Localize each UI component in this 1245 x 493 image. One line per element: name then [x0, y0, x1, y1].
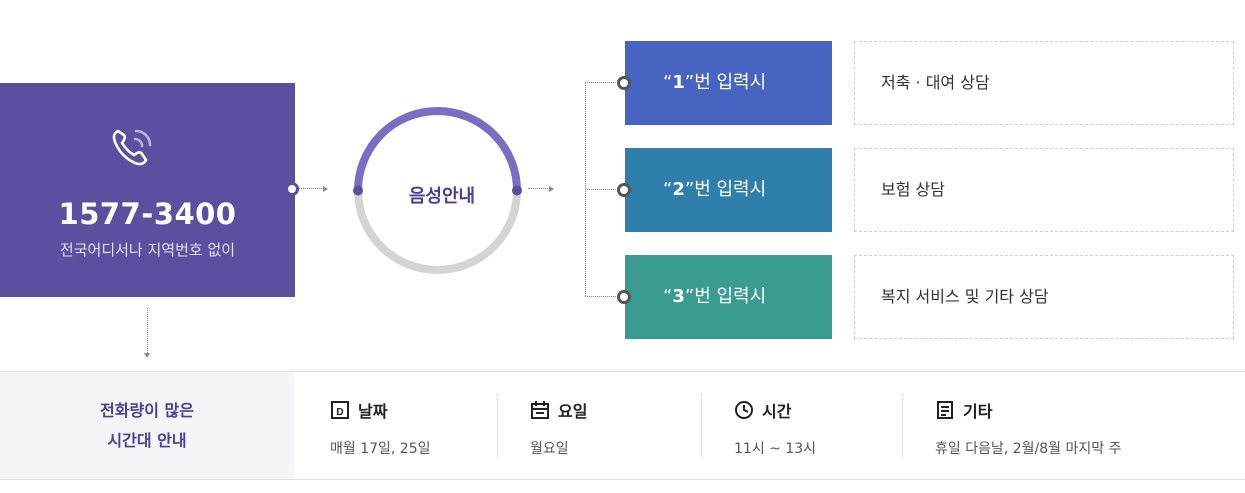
calendar-icon [530, 400, 550, 420]
option-quote: “ [663, 179, 673, 200]
voice-guide-label: 음성안내 [408, 186, 476, 207]
option-3-box: “3”번 입력시 [625, 255, 832, 339]
info-title: 날짜 [358, 402, 388, 421]
option-quote: “ [663, 286, 673, 307]
arrow-right-icon [323, 186, 328, 192]
option-2-box: “2”번 입력시 [625, 148, 832, 232]
info-value: 월요일 [530, 441, 569, 457]
option-suffix: 번 입력시 [694, 286, 767, 307]
branch-line [585, 296, 618, 297]
info-title: 요일 [558, 402, 588, 421]
info-value: 매월 17일, 25일 [330, 441, 431, 457]
option-dot [617, 290, 631, 304]
option-number: 1 [672, 72, 685, 93]
option-dot [617, 76, 631, 90]
branch-line [585, 189, 618, 190]
option-quote: ” [684, 72, 695, 93]
branch-line [585, 82, 618, 83]
busy-hours-table: 전화량이 많은 시간대 안내 D 날짜 매월 17일, 25일 요일 월요일 시… [0, 371, 1245, 480]
note-icon [935, 400, 955, 420]
busy-hours-heading-line: 시간대 안내 [107, 431, 187, 450]
connector-line [147, 308, 148, 353]
info-title: 시간 [762, 402, 792, 421]
option-quote: ” [684, 286, 695, 307]
option-quote: ” [684, 179, 695, 200]
column-divider [902, 394, 903, 458]
info-title: 기타 [963, 402, 993, 421]
column-divider [701, 394, 702, 458]
info-value: 11시 ~ 13시 [734, 441, 817, 457]
option-3-description: 복지 서비스 및 기타 상담 [854, 255, 1234, 339]
busy-hours-heading: 전화량이 많은 시간대 안내 [0, 372, 294, 479]
option-2-description: 보험 상담 [854, 148, 1234, 232]
phone-box: 1577-3400 전국어디서나 지역번호 없이 [0, 83, 295, 297]
column-divider [497, 394, 498, 458]
phone-number: 1577-3400 [58, 197, 237, 231]
arrow-right-icon [549, 186, 554, 192]
option-1-box: “1”번 입력시 [625, 41, 832, 125]
voice-guide-ring [353, 107, 522, 274]
option-quote: “ [663, 72, 673, 93]
clock-icon [734, 400, 754, 420]
option-suffix: 번 입력시 [694, 72, 767, 93]
option-number: 3 [672, 286, 685, 307]
phone-subtitle: 전국어디서나 지역번호 없이 [59, 241, 236, 259]
connector-line [299, 188, 324, 189]
date-icon: D [330, 400, 350, 420]
connector-dot [285, 182, 299, 196]
phone-ringing-icon [104, 121, 164, 167]
option-dot [617, 183, 631, 197]
option-suffix: 번 입력시 [694, 179, 767, 200]
info-value: 휴일 다음날, 2월/8월 마지막 주 [935, 441, 1122, 457]
busy-hours-heading-line: 전화량이 많은 [100, 401, 194, 420]
option-1-description: 저축 · 대여 상담 [854, 41, 1234, 125]
option-number: 2 [672, 179, 685, 200]
arrow-down-icon [144, 353, 150, 358]
connector-line [528, 188, 550, 189]
svg-text:D: D [336, 407, 343, 418]
